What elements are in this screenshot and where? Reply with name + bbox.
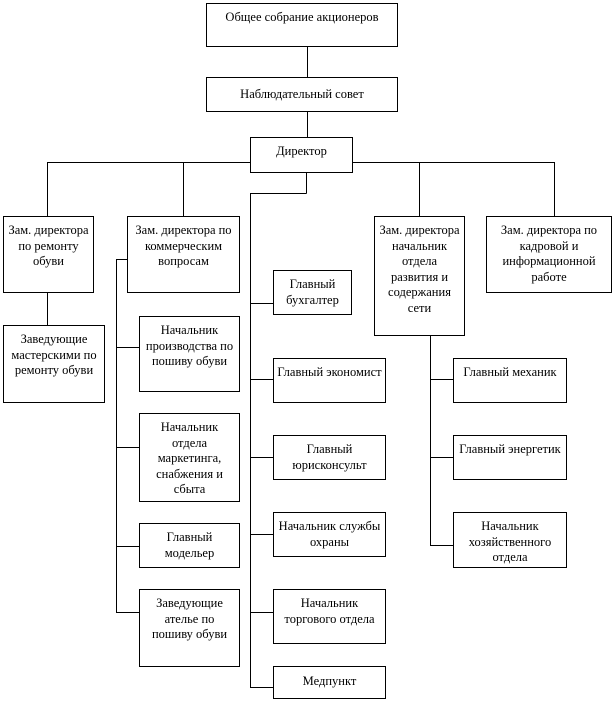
node-chief-economist: Главный экономист [273,358,386,403]
node-label: Главный энергетик [459,442,561,456]
node-production-head: Начальник производства по пошиву обуви [139,316,240,392]
node-label: Зам. директора по коммерческим вопросам [135,223,232,268]
node-repair-workshops: Заведующие мастерскими по ремонту обуви [3,325,105,403]
node-marketing-head: Начальник отдела маркетинга, снабжения и… [139,413,240,502]
node-chief-modeler: Главный модельер [139,523,240,568]
node-label: Директор [276,144,327,158]
node-label: Зам. директора начальник отдела развития… [379,223,460,315]
node-label: Главный юрисконсульт [292,442,367,472]
node-deputy-commercial: Зам. директора по коммерческим вопросам [127,216,240,293]
node-label: Главный экономист [277,365,382,379]
node-deputy-hr: Зам. директора по кадровой и информацион… [486,216,612,293]
node-chief-power: Главный энергетик [453,435,567,480]
node-label: Заведующие ателье по пошиву обуви [151,596,228,641]
node-label: Начальник торгового отдела [284,596,375,626]
node-label: Общее собрание акционеров [225,10,379,24]
node-label: Заведующие мастерскими по ремонту обуви [11,332,97,377]
node-label: Главный механик [463,365,557,379]
node-label: Зам. директора по ремонту обуви [8,223,89,268]
node-chief-legal: Главный юрисконсульт [273,435,386,480]
node-label: Главный модельер [164,530,215,560]
node-deputy-development: Зам. директора начальник отдела развития… [374,216,465,336]
node-label: Начальник хозяйственного отдела [468,519,552,564]
node-shareholders: Общее собрание акционеров [206,3,398,47]
node-medical: Медпункт [273,666,386,699]
node-label: Зам. директора по кадровой и информацион… [500,223,598,284]
node-security-head: Начальник службы охраны [273,512,386,557]
node-board: Наблюдательный совет [206,77,398,112]
node-chief-accountant: Главный бухгалтер [273,270,352,315]
node-chief-mechanic: Главный механик [453,358,567,403]
node-label: Начальник службы охраны [278,519,381,549]
node-trade-head: Начальник торгового отдела [273,589,386,644]
node-atelier-heads: Заведующие ателье по пошиву обуви [139,589,240,667]
node-deputy-repair: Зам. директора по ремонту обуви [3,216,94,293]
node-label: Начальник производства по пошиву обуви [145,323,234,368]
node-director: Директор [250,137,353,173]
node-label: Главный бухгалтер [286,277,339,307]
node-label: Начальник отдела маркетинга, снабжения и… [156,420,223,496]
node-household-head: Начальник хозяйственного отдела [453,512,567,568]
node-label: Наблюдательный совет [240,87,364,101]
node-label: Медпункт [302,674,357,688]
